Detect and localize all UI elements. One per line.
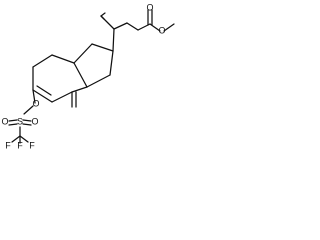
ester-oxygen-label: O	[158, 25, 165, 35]
bond	[126, 22, 139, 31]
bond	[8, 123, 18, 126]
chemical-structure-diagram: O O O S O O F F F	[0, 0, 180, 150]
bond	[32, 89, 53, 103]
bond	[73, 43, 93, 64]
bond	[91, 43, 114, 52]
fluorine-top-label: F	[17, 140, 23, 150]
fluorine-right-label: F	[29, 140, 35, 150]
bond	[163, 23, 175, 32]
bond	[113, 22, 128, 30]
bond	[19, 135, 29, 143]
sulfonyl-oxygen-right-label: O	[31, 116, 38, 126]
bond	[22, 123, 32, 126]
bond-network	[8, 9, 175, 144]
bond	[22, 119, 32, 122]
bond	[112, 28, 115, 52]
sulfur-label: S	[17, 116, 23, 126]
bond	[86, 74, 111, 88]
fluorine-left-label: F	[5, 140, 11, 150]
bond	[36, 85, 52, 96]
bond	[51, 54, 75, 64]
bond	[73, 62, 88, 88]
enol-oxygen-label: O	[32, 98, 39, 108]
bond	[109, 50, 114, 76]
bond	[100, 15, 105, 20]
bond	[32, 54, 53, 68]
bond	[51, 91, 73, 103]
bond	[8, 119, 18, 122]
bond	[71, 86, 88, 93]
bond	[23, 105, 34, 115]
atom-labels: O O O S O O F F F	[1, 2, 165, 150]
bond	[32, 89, 36, 104]
bond	[11, 135, 21, 143]
sulfonyl-oxygen-left-label: O	[1, 116, 8, 126]
ester-carbonyl-oxygen-label: O	[146, 2, 153, 12]
molecule-svg: O O O S O O F F F	[1, 2, 175, 150]
bond	[100, 12, 106, 17]
